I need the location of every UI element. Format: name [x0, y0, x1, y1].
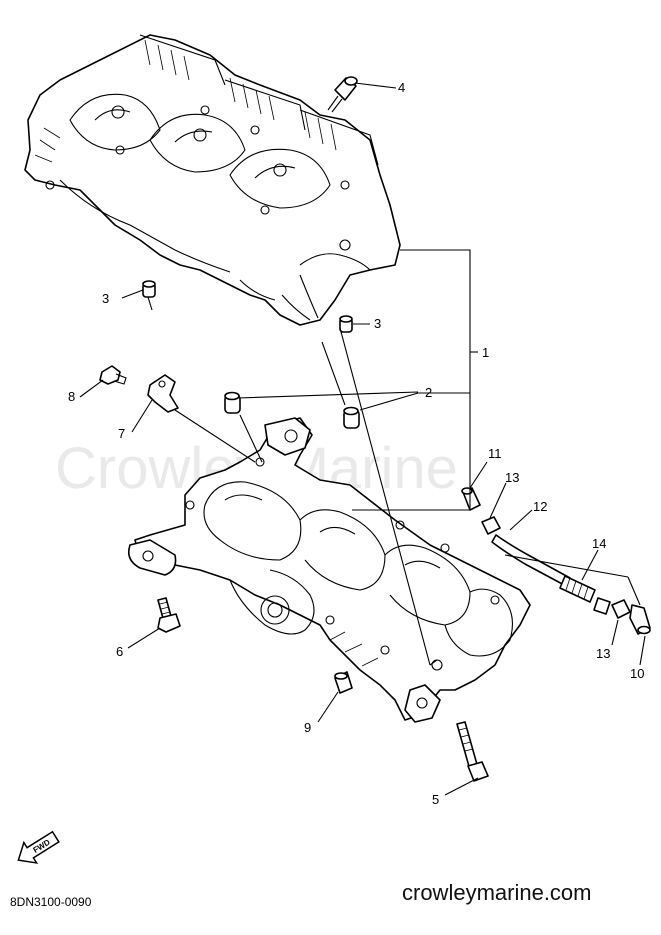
callout-7: 7	[118, 426, 125, 441]
part-12-hose	[491, 534, 571, 587]
part-11-fitting	[461, 487, 481, 511]
part-7-bracket	[147, 374, 179, 413]
part-3-dowel-right-cap	[339, 315, 353, 323]
callout-13-lower: 13	[596, 646, 610, 661]
part-4-stud	[327, 76, 358, 113]
diagram-code: 8DN3100-0090	[10, 895, 92, 909]
callout-6: 6	[116, 644, 123, 659]
callout-10: 10	[630, 666, 644, 681]
callout-12: 12	[533, 499, 547, 514]
callout-13-upper: 13	[505, 470, 519, 485]
part-9-plug	[334, 671, 353, 694]
upper-crankcase	[24, 34, 401, 326]
callout-5: 5	[432, 792, 439, 807]
callout-3-right: 3	[374, 316, 381, 331]
callout-11: 11	[488, 446, 502, 461]
part-13-clamp-upper	[481, 516, 501, 535]
part-13-clamp-lower	[611, 599, 631, 619]
hose-end-connector	[593, 597, 611, 615]
part-2-dowel-b-cap	[343, 406, 359, 416]
part-14-hose	[559, 575, 596, 603]
callout-2: 2	[425, 385, 432, 400]
part-3-dowel-upper-cap	[142, 280, 156, 288]
part-6-bolt	[157, 597, 181, 633]
callout-3-upper: 3	[102, 291, 109, 306]
part-5-bolt	[456, 721, 489, 782]
site-name: crowleymarine.com	[402, 880, 592, 905]
forward-arrow-icon: FWD	[17, 830, 60, 864]
part-2-dowel-a-cap	[224, 391, 240, 401]
part-8-bolt	[99, 365, 127, 385]
part-10-elbow	[629, 604, 651, 635]
callout-8: 8	[68, 389, 75, 404]
callout-1: 1	[482, 345, 489, 360]
callout-4: 4	[398, 80, 405, 95]
leader-lines	[79, 82, 646, 796]
callout-labels: 1 2 3 3 4 5 6 7 8 9 10 11 12 13 13 14	[68, 80, 644, 807]
callout-9: 9	[304, 720, 311, 735]
lower-crankcase	[127, 417, 531, 723]
callout-14: 14	[592, 536, 606, 551]
